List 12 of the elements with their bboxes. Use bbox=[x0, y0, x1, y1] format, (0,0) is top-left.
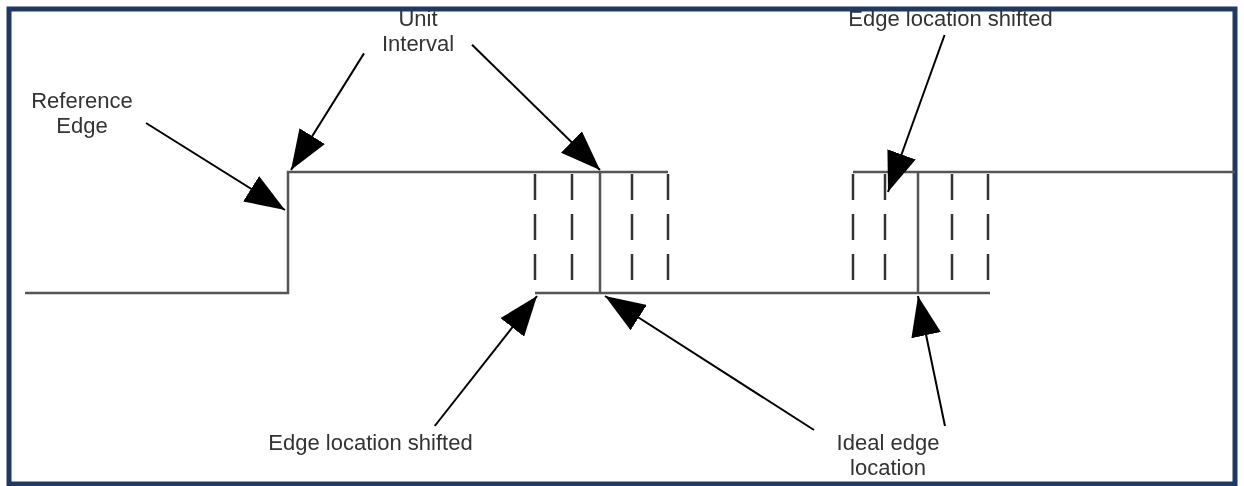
callout-label: Reference Edge bbox=[22, 88, 142, 138]
leader-arrow bbox=[290, 52, 365, 171]
leader-arrow bbox=[145, 122, 286, 211]
leader-arrow bbox=[471, 43, 601, 171]
callout-label: Ideal edge location bbox=[818, 430, 958, 480]
leader-arrow bbox=[887, 34, 946, 193]
leader-arrow bbox=[604, 295, 815, 431]
leader-arrow bbox=[911, 295, 946, 427]
leader-arrow bbox=[433, 295, 538, 427]
callout-label: Edge location shifted bbox=[848, 6, 1053, 31]
callout-label: Edge location shifted bbox=[268, 430, 473, 455]
callout-label: Unit Interval bbox=[368, 6, 468, 56]
